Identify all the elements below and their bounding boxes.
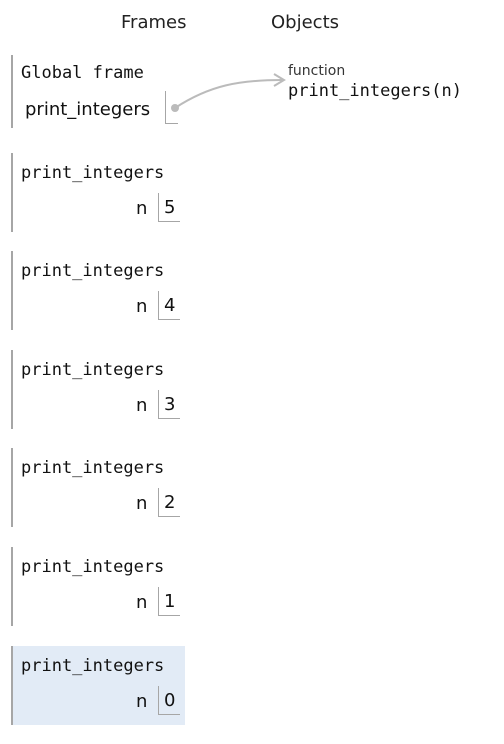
call-frame-title: print_integers [21,656,165,676]
call-frame-title: print_integers [21,557,165,577]
call-frame: print_integers n 1 [11,547,185,626]
global-frame-title: Global frame [21,63,144,83]
global-frame: Global frame print_integers [11,55,185,128]
function-object: function print_integers(n) [288,63,462,101]
call-frame-title: print_integers [21,360,165,380]
call-frame: print_integers n 4 [11,251,185,330]
objects-header: Objects [271,12,340,33]
pointer-line [174,79,283,109]
frame-var-value: 2 [158,488,180,517]
frame-var-value: 4 [158,291,180,320]
call-frame-title: print_integers [21,261,165,281]
call-frame: print_integers n 5 [11,153,185,232]
frame-var-value: 0 [158,686,180,715]
frames-header: Frames [121,12,187,33]
call-frame-title: print_integers [21,163,165,183]
frame-var-name: n [136,691,148,712]
frame-var-name: n [136,198,148,219]
pointer-arrowhead [273,73,286,87]
frame-var-value: 5 [158,193,180,222]
frame-var-value: 3 [158,390,180,419]
call-frame-active: print_integers n 0 [11,646,185,725]
global-var-name: print_integers [25,99,151,120]
call-frame: print_integers n 3 [11,350,185,429]
global-var-slot [165,91,178,124]
call-frame: print_integers n 2 [11,448,185,527]
frame-var-name: n [136,493,148,514]
frame-var-value: 1 [158,587,180,616]
frame-var-name: n [136,592,148,613]
function-signature: print_integers(n) [288,81,462,101]
frame-var-name: n [136,395,148,416]
function-type-label: function [288,63,346,79]
frame-var-name: n [136,296,148,317]
call-frame-title: print_integers [21,458,165,478]
